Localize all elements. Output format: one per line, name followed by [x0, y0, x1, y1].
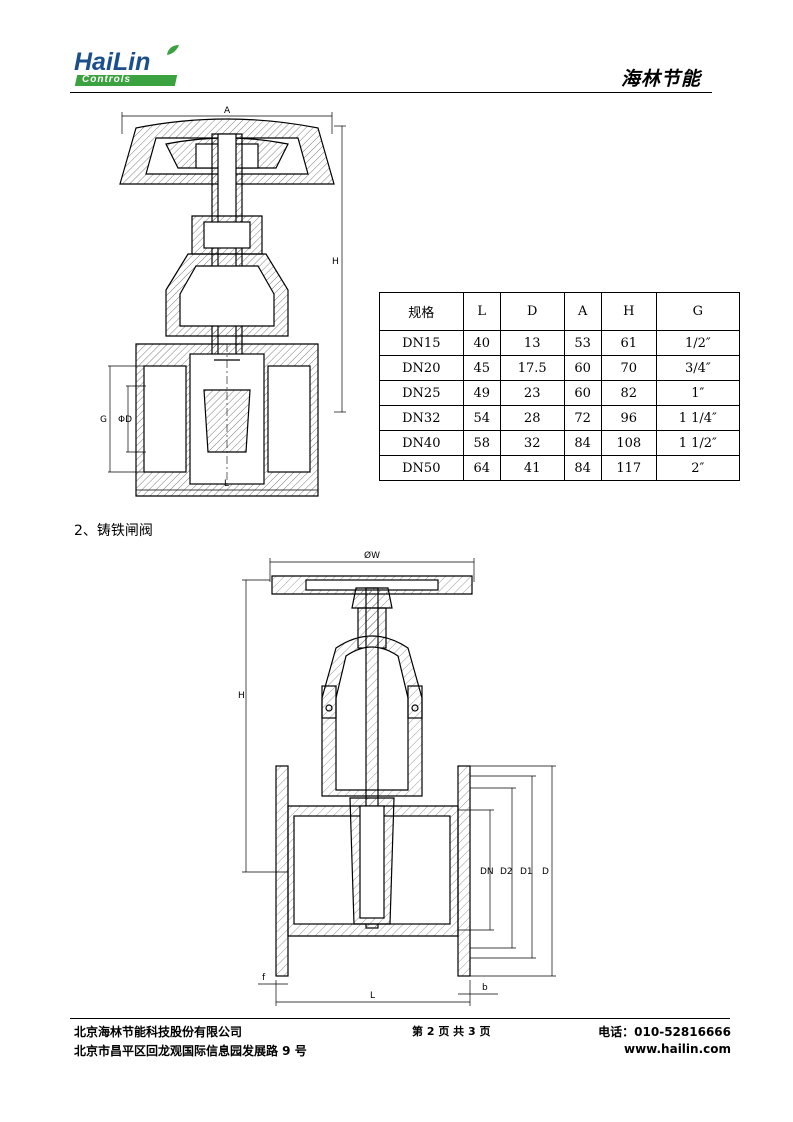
dim-label-d2: D2: [500, 867, 513, 877]
table-cell: 84: [563, 430, 602, 456]
table-header-cell: G: [655, 292, 741, 331]
table-cell: 1 1/2″: [655, 430, 741, 456]
section-title: 2、铸铁闸阀: [74, 523, 153, 539]
table-cell: 53: [563, 330, 602, 356]
table-cell: DN25: [379, 380, 464, 406]
table-cell: 41: [499, 455, 565, 481]
table-cell: 82: [600, 380, 657, 406]
logo-subtext: Controls: [82, 74, 132, 85]
dim-label-g: G: [100, 415, 107, 425]
table-header-cell: H: [600, 292, 657, 331]
table-row: DN40 58 32 84 108 1 1/2″: [379, 430, 741, 456]
footer-website[interactable]: www.hailin.com: [624, 1042, 731, 1056]
table-cell: 108: [600, 430, 657, 456]
header-divider: [70, 92, 712, 93]
dim-label-h: H: [332, 257, 339, 267]
table-cell: 117: [600, 455, 657, 481]
table-cell: 64: [462, 455, 501, 481]
table-cell: DN50: [379, 455, 464, 481]
table-cell: DN40: [379, 430, 464, 456]
table-cell: DN20: [379, 355, 464, 381]
table-cell: 17.5: [499, 355, 565, 381]
dim-label-a: A: [224, 106, 231, 116]
dim-label-b: b: [482, 983, 488, 993]
table-header-row: 规格 L D A H G: [379, 292, 741, 331]
dim-label-f: f: [262, 973, 266, 983]
brand-name-cn: 海林节能: [620, 68, 701, 90]
table-cell: 1 1/4″: [655, 405, 741, 431]
table-cell: 32: [499, 430, 565, 456]
dim-label-w: ØW: [364, 550, 380, 561]
table-cell: 1″: [655, 380, 741, 406]
table-cell: 96: [600, 405, 657, 431]
table-cell: 3/4″: [655, 355, 741, 381]
table-cell: 72: [563, 405, 602, 431]
cast-iron-gate-valve-drawing: ØW H DN D2 D1 D f L b: [238, 550, 556, 1006]
table-row: DN20 45 17.5 60 70 3/4″: [379, 355, 741, 381]
table-header-cell: L: [462, 292, 501, 331]
table-row: DN50 64 41 84 117 2″: [379, 455, 741, 481]
table-row: DN25 49 23 60 82 1″: [379, 380, 741, 406]
table-cell: 84: [563, 455, 602, 481]
table-cell: 54: [462, 405, 501, 431]
footer-company: 北京海林节能科技股份有限公司: [74, 1025, 243, 1039]
footer-phone: 电话：010-52816666: [598, 1025, 731, 1039]
table-cell: DN32: [379, 405, 464, 431]
leaf-icon: [167, 45, 179, 55]
table-header-cell: 规格: [379, 292, 464, 331]
table-cell: 13: [499, 330, 565, 356]
dim-label-d: ΦD: [118, 415, 132, 425]
dim-label-h: H: [238, 691, 245, 701]
table-row: DN32 54 28 72 96 1 1/4″: [379, 405, 741, 431]
footer-page-number: 第 2 页 共 3 页: [412, 1025, 491, 1038]
table-cell: 60: [563, 355, 602, 381]
table-cell: 23: [499, 380, 565, 406]
table-cell: 60: [563, 380, 602, 406]
table-cell: 45: [462, 355, 501, 381]
table-cell: 58: [462, 430, 501, 456]
dim-label-d: D: [542, 867, 549, 877]
logo-text: HaiLin: [74, 48, 151, 76]
table-cell: 40: [462, 330, 501, 356]
table-row: DN15 40 13 53 61 1/2″: [379, 330, 741, 356]
dim-label-l: L: [224, 479, 229, 489]
spec-table: 规格 L D A H G DN15 40 13 53 61 1/2″ DN20 …: [379, 292, 741, 481]
dim-label-d1: D1: [520, 867, 533, 877]
table-cell: 2″: [655, 455, 741, 481]
table-cell: 49: [462, 380, 501, 406]
table-cell: 28: [499, 405, 565, 431]
table-cell: 61: [600, 330, 657, 356]
table-header-cell: A: [563, 292, 602, 331]
table-cell: DN15: [379, 330, 464, 356]
footer-divider: [70, 1018, 730, 1019]
dim-label-dn: DN: [480, 867, 494, 877]
dim-label-l: L: [370, 991, 375, 1001]
threaded-gate-valve-drawing: A H G ΦD L: [100, 106, 346, 497]
table-header-cell: D: [499, 292, 565, 331]
company-logo: HaiLin Controls: [74, 44, 186, 90]
footer-address: 北京市昌平区回龙观国际信息园发展路 9 号: [74, 1044, 307, 1058]
table-cell: 70: [600, 355, 657, 381]
table-cell: 1/2″: [655, 330, 741, 356]
